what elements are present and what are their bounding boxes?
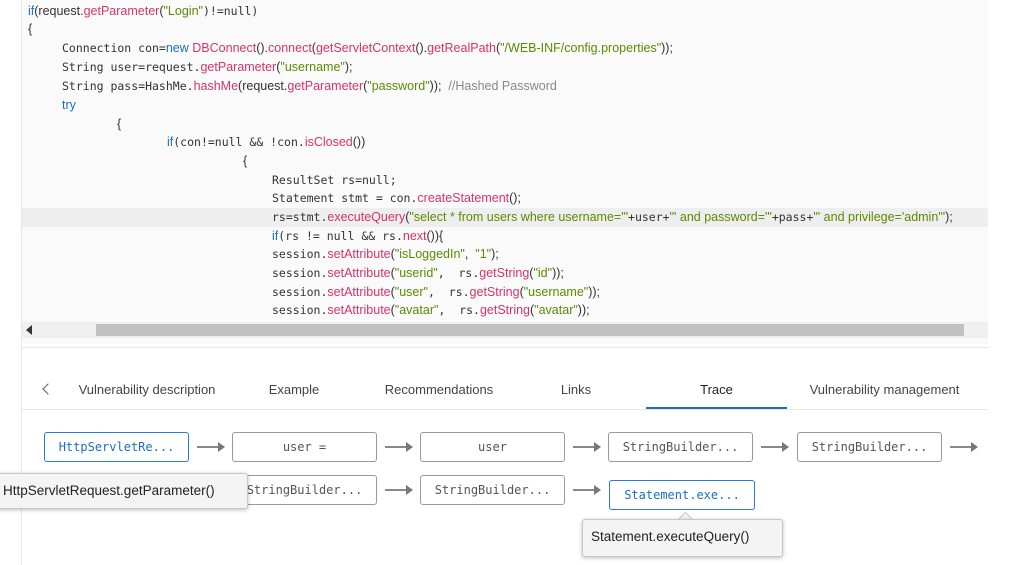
code-line-1: if(request.getParameter("Login")!=null) xyxy=(28,4,259,18)
scrollbar-thumb[interactable] xyxy=(96,324,964,336)
code-line-14: session.setAttribute("isLoggedIn", "1"); xyxy=(272,247,499,261)
trace-arrow xyxy=(761,442,789,452)
code-line-7: { xyxy=(117,117,122,131)
tooltip-executequery-text: Statement.executeQuery() xyxy=(591,529,750,544)
tab-trace[interactable]: Trace xyxy=(700,382,733,397)
active-tab-indicator xyxy=(646,407,787,409)
left-gutter-border xyxy=(21,0,22,565)
code-line-5: String pass=HashMe.hashMe(request.getPar… xyxy=(62,79,557,93)
trace-arrow xyxy=(950,442,978,452)
code-line-3: Connection con=new DBConnect().connect(g… xyxy=(62,41,673,55)
code-line-4: String user=request.getParameter("userna… xyxy=(62,60,353,74)
chevron-left-icon[interactable] xyxy=(42,383,54,395)
horizontal-scrollbar[interactable] xyxy=(22,322,988,338)
trace-arrow xyxy=(573,485,601,495)
tab-recommendations[interactable]: Recommendations xyxy=(384,382,494,397)
code-line-10: ResultSet rs=null; xyxy=(272,173,397,187)
trace-node-stringbuilder-1[interactable]: StringBuilder... xyxy=(608,432,753,462)
code-line-11: Statement stmt = con.createStatement(); xyxy=(272,191,521,205)
tab-links[interactable]: Links xyxy=(560,382,592,397)
tooltip-getparameter-text: HttpServletRequest.getParameter() xyxy=(3,483,215,498)
trace-node-stringbuilder-3[interactable]: StringBuilder... xyxy=(232,475,377,505)
code-line-16: session.setAttribute("user", rs.getStrin… xyxy=(272,285,601,299)
trace-arrow xyxy=(573,442,601,452)
trace-node-http-servlet-request[interactable]: HttpServletRe... xyxy=(44,432,189,462)
code-line-6: try xyxy=(62,98,76,112)
trace-arrow xyxy=(197,442,225,452)
code-line-15: session.setAttribute("userid", rs.getStr… xyxy=(272,266,564,280)
trace-node-stringbuilder-2[interactable]: StringBuilder... xyxy=(797,432,942,462)
trace-arrow xyxy=(385,485,413,495)
code-line-12-highlighted: rs=stmt.executeQuery("select * from user… xyxy=(22,208,988,227)
trace-node-user[interactable]: user xyxy=(420,432,565,462)
details-tabs: Vulnerability description Example Recomm… xyxy=(22,369,988,410)
tab-example[interactable]: Example xyxy=(268,382,320,397)
trace-arrow xyxy=(385,442,413,452)
tooltip-executequery: Statement.executeQuery() xyxy=(582,519,783,557)
trace-node-user-assign[interactable]: user = xyxy=(232,432,377,462)
scroll-left-icon[interactable] xyxy=(26,325,32,335)
trace-node-stringbuilder-4[interactable]: StringBuilder... xyxy=(420,475,565,505)
code-line-17: session.setAttribute("avatar", rs.getStr… xyxy=(272,303,590,317)
code-line-9: { xyxy=(243,154,248,168)
tab-vulnerability-management[interactable]: Vulnerability management xyxy=(809,382,960,397)
code-line-8: if(con!=null && !con.isClosed()) xyxy=(167,135,366,149)
tab-vulnerability-description[interactable]: Vulnerability description xyxy=(78,382,216,397)
trace-node-statement-execute[interactable]: Statement.exe... xyxy=(609,480,755,510)
code-line-13: if(rs != null && rs.next()){ xyxy=(272,229,444,243)
code-line-2: { xyxy=(28,22,33,36)
section-divider xyxy=(22,347,988,348)
code-viewer: if(request.getParameter("Login")!=null) … xyxy=(22,0,988,344)
tooltip-getparameter: HttpServletRequest.getParameter() xyxy=(0,473,248,509)
